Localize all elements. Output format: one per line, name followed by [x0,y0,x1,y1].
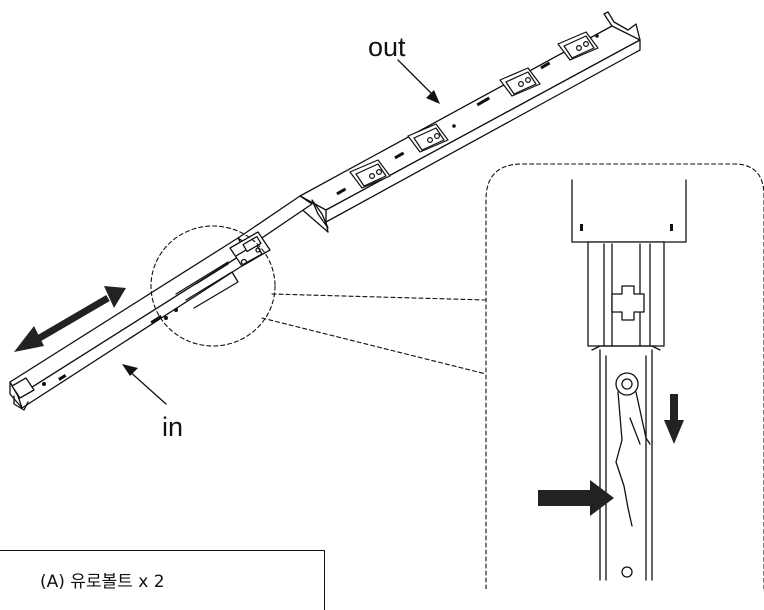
in-pointer [122,364,167,405]
out-pointer [397,59,440,104]
detail-zoom-view [571,179,687,581]
inner-rail [9,195,313,411]
detail-marker [150,163,764,589]
down-arrow-icon [664,394,684,444]
diagram-drawing [9,11,764,589]
double-headed-arrow-icon [14,286,126,352]
outer-rail [297,11,641,233]
out-label: out [368,32,406,62]
right-arrow-icon [538,480,614,516]
parts-list-box [0,550,325,610]
slide-rail-diagram: out in (A) 유로볼트 x 2 [0,11,764,610]
parts-list-item-a: (A) 유로볼트 x 2 [40,572,165,592]
in-label: in [162,412,184,442]
